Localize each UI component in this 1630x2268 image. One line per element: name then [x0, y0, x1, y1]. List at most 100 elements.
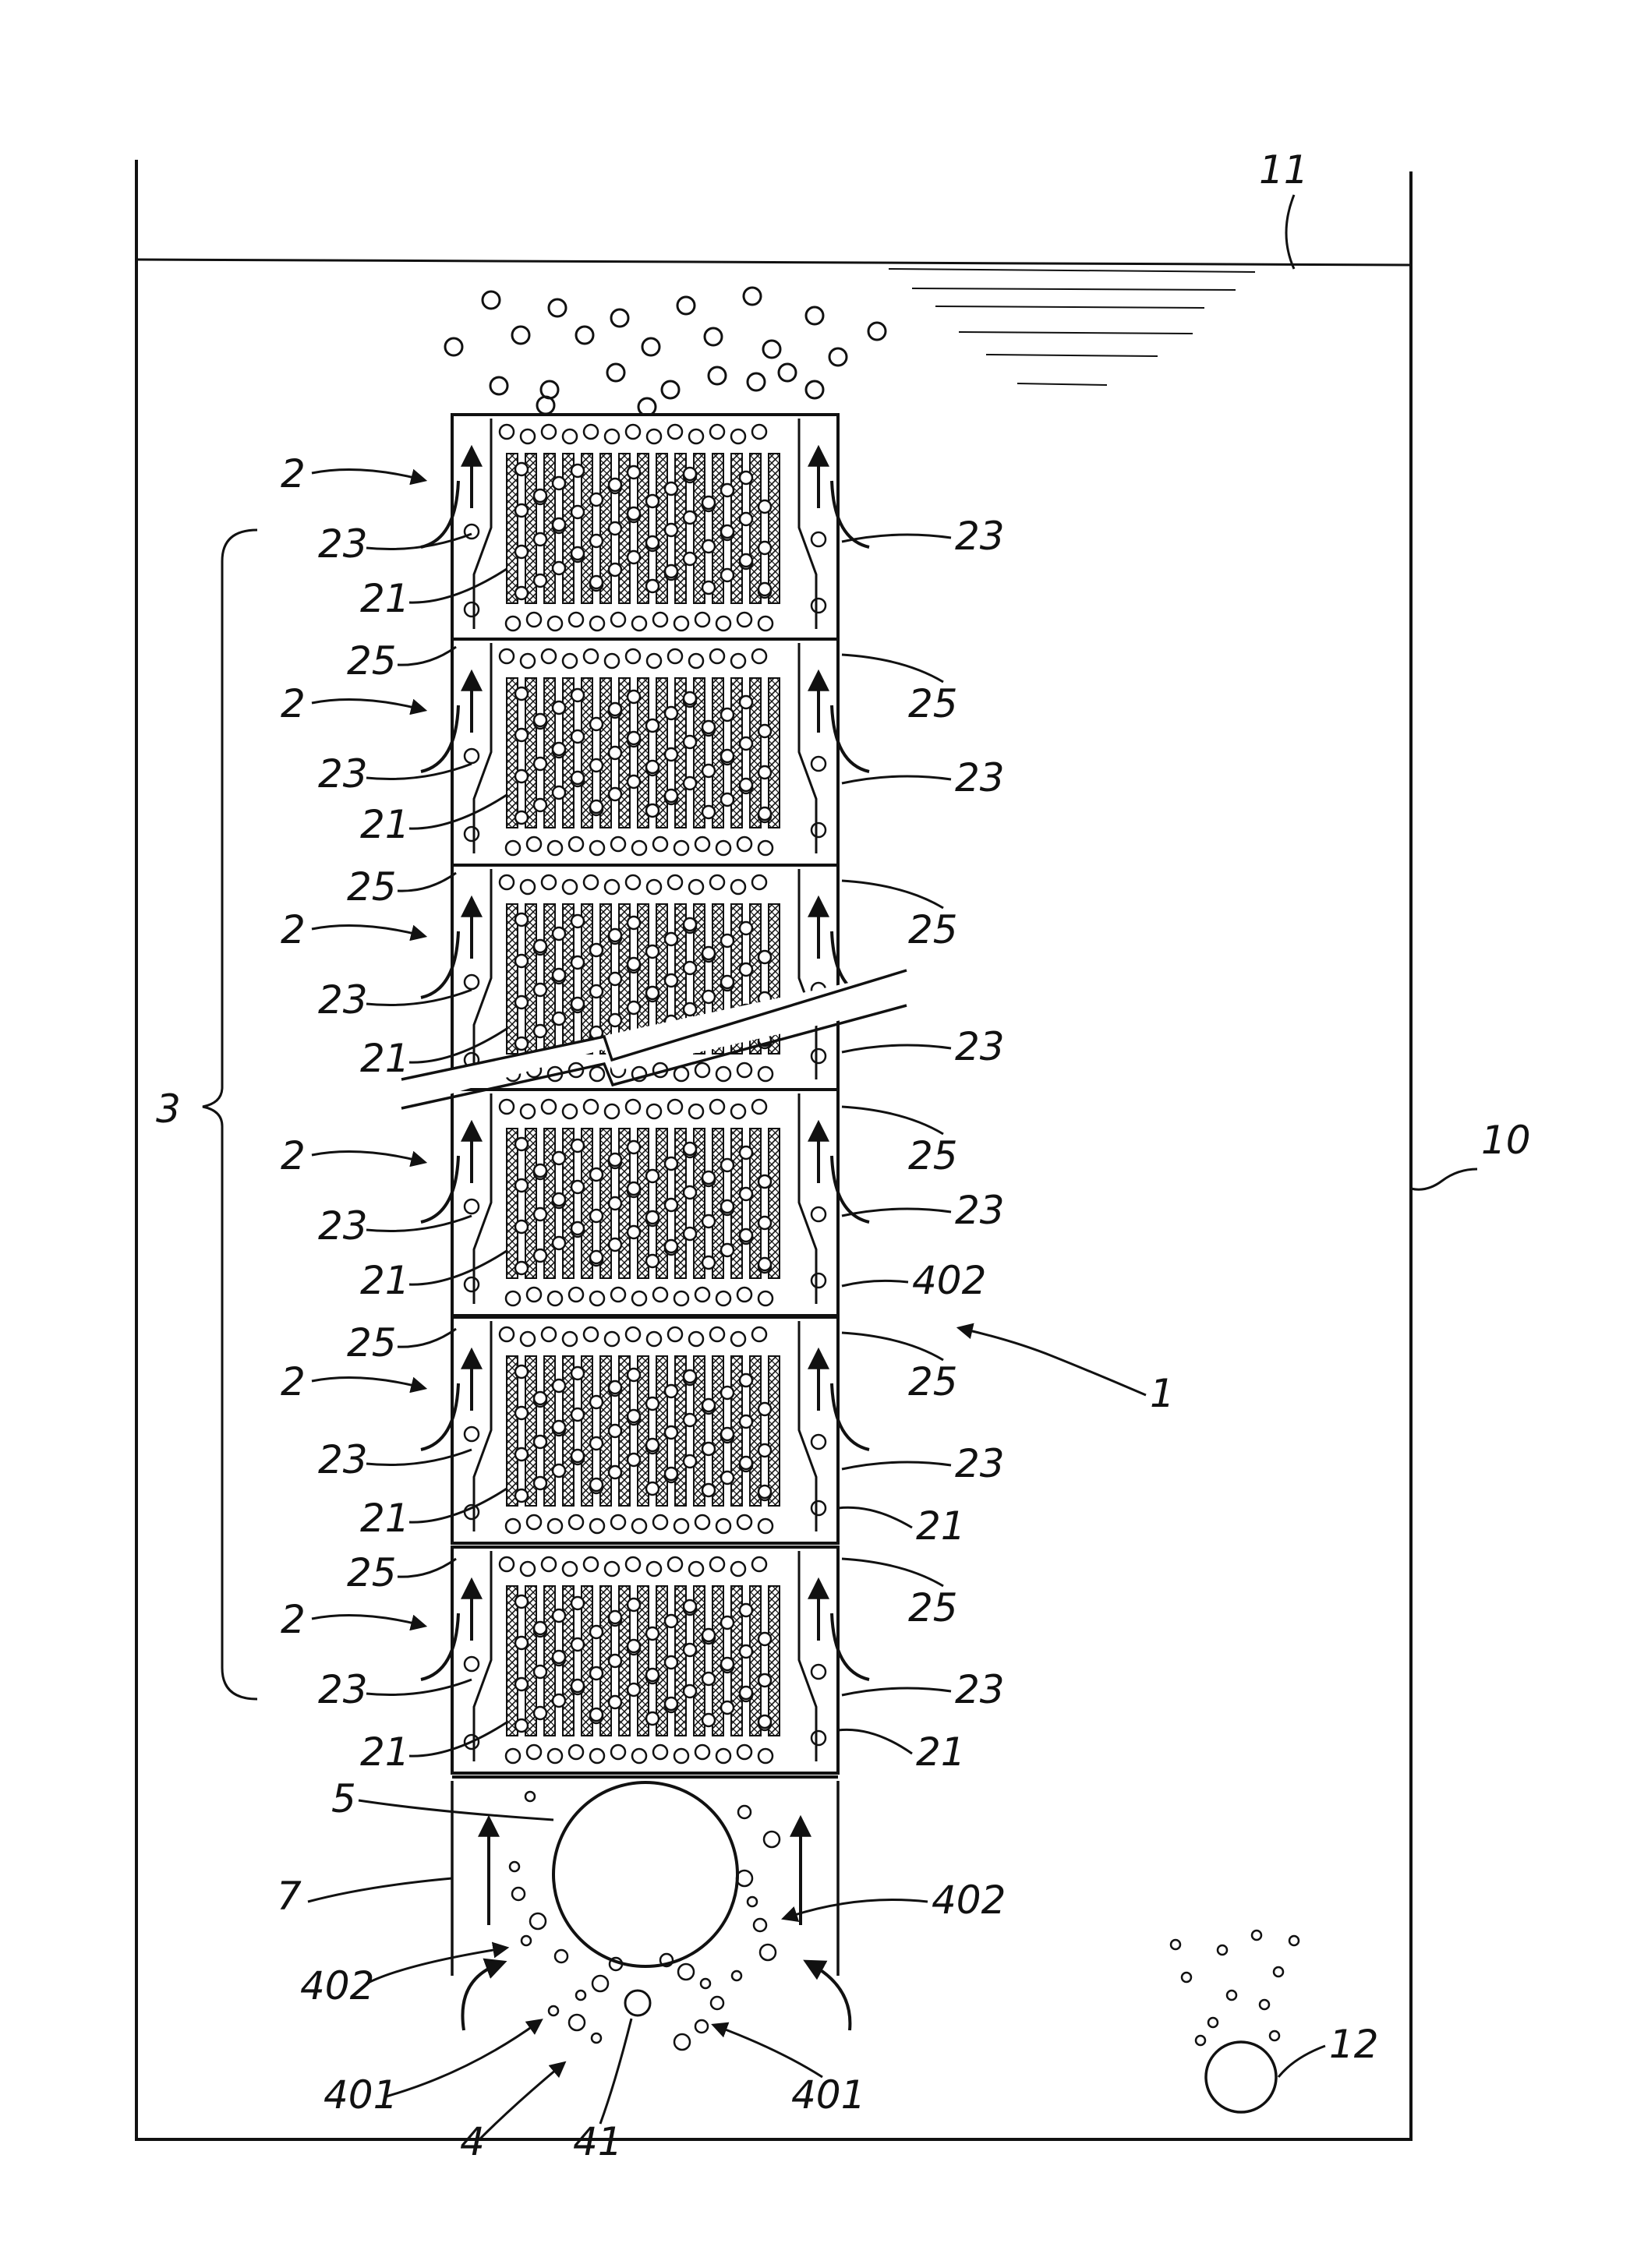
label-23: 23: [318, 977, 368, 1023]
bubble: [553, 1193, 565, 1206]
membrane-plate: [507, 454, 518, 603]
bubble: [763, 341, 780, 358]
label-25: 25: [908, 681, 958, 726]
bubble: [553, 1421, 565, 1433]
leader-1: [963, 1329, 1146, 1395]
bubble: [541, 381, 558, 398]
bubble: [609, 479, 621, 491]
bubble: [702, 721, 715, 733]
label-25: 25: [908, 1133, 958, 1178]
bubble: [571, 1680, 584, 1692]
bubble: [721, 750, 734, 762]
module-6: [421, 1547, 869, 1773]
bubble: [515, 463, 528, 475]
membrane-module-stack: [421, 415, 869, 1777]
bubble: [515, 1179, 528, 1192]
bubble: [553, 1609, 565, 1622]
bubble: [590, 944, 603, 956]
bubble: [553, 518, 565, 531]
bubble: [740, 1188, 752, 1200]
bubble: [646, 1482, 659, 1495]
bubble: [740, 922, 752, 934]
leader-2: [312, 700, 421, 710]
bubble: [628, 917, 640, 929]
bubble: [515, 1678, 528, 1690]
bubble: [590, 1396, 603, 1408]
leader-line: [838, 1507, 912, 1528]
label-401: 401: [324, 2072, 398, 2118]
label-1: 1: [1150, 1371, 1175, 1416]
label-23: 23: [318, 751, 368, 797]
bubble: [721, 1200, 734, 1213]
leader-line: [308, 1878, 452, 1902]
bubble: [702, 581, 715, 594]
label-21: 21: [360, 802, 410, 847]
bubble: [868, 323, 886, 340]
label-12: 12: [1329, 2022, 1379, 2067]
bubble: [483, 291, 500, 309]
bubble: [646, 1712, 659, 1725]
membrane-plate: [769, 678, 780, 828]
leader-4: [479, 2065, 561, 2139]
bubble: [662, 381, 679, 398]
bubble: [628, 1640, 640, 1652]
bubble: [646, 1439, 659, 1451]
bubble: [758, 1444, 771, 1457]
bubble: [515, 1448, 528, 1461]
label-10: 10: [1481, 1118, 1531, 1163]
bubble: [515, 1262, 528, 1274]
bubble: [1182, 1973, 1191, 1982]
bubble: [740, 1687, 752, 1699]
bubble: [571, 506, 584, 518]
bubble: [571, 1450, 584, 1462]
bubble: [553, 1237, 565, 1249]
label-25: 25: [347, 638, 397, 684]
bubble: [740, 779, 752, 791]
bubble: [646, 1170, 659, 1182]
bubble: [737, 1871, 752, 1886]
bubble: [549, 299, 566, 316]
bubble: [721, 1701, 734, 1714]
bubble: [515, 729, 528, 741]
bubble: [721, 934, 734, 947]
bubble: [702, 1443, 715, 1455]
bubble: [740, 472, 752, 484]
label-23: 23: [318, 1437, 368, 1482]
bubble: [534, 1622, 546, 1634]
bubble: [553, 477, 565, 489]
bubble: [609, 1466, 621, 1478]
label-21: 21: [360, 1496, 410, 1541]
bubble: [515, 1221, 528, 1233]
bubble: [515, 913, 528, 926]
bubble: [684, 1228, 696, 1240]
label-402: 402: [912, 1258, 986, 1303]
bubble: [609, 1655, 621, 1667]
bubble: [609, 747, 621, 759]
bubble: [678, 1964, 694, 1980]
bubble: [569, 2015, 585, 2030]
bubble: [534, 1025, 546, 1037]
bubble: [721, 1658, 734, 1670]
bubble: [702, 1171, 715, 1184]
bubble: [1218, 1945, 1227, 1955]
bubble: [702, 1714, 715, 1726]
bubble: [515, 546, 528, 558]
bubble: [684, 1600, 696, 1613]
bubble: [571, 547, 584, 560]
label-23: 23: [318, 1203, 368, 1249]
leader-line: [842, 1688, 951, 1695]
bubble: [721, 1159, 734, 1171]
bubble: [740, 1146, 752, 1159]
label-2: 2: [281, 681, 306, 726]
bubble: [740, 1374, 752, 1387]
bubble: [549, 2006, 558, 2015]
bubble: [646, 1255, 659, 1267]
bubble: [609, 1381, 621, 1394]
bubble: [677, 297, 695, 314]
bubble: [1274, 1967, 1283, 1977]
leader-line: [842, 1462, 951, 1469]
bubble: [1196, 2036, 1205, 2045]
label-401: 401: [791, 2072, 865, 2118]
bubble: [684, 777, 696, 790]
bubble: [665, 482, 677, 495]
